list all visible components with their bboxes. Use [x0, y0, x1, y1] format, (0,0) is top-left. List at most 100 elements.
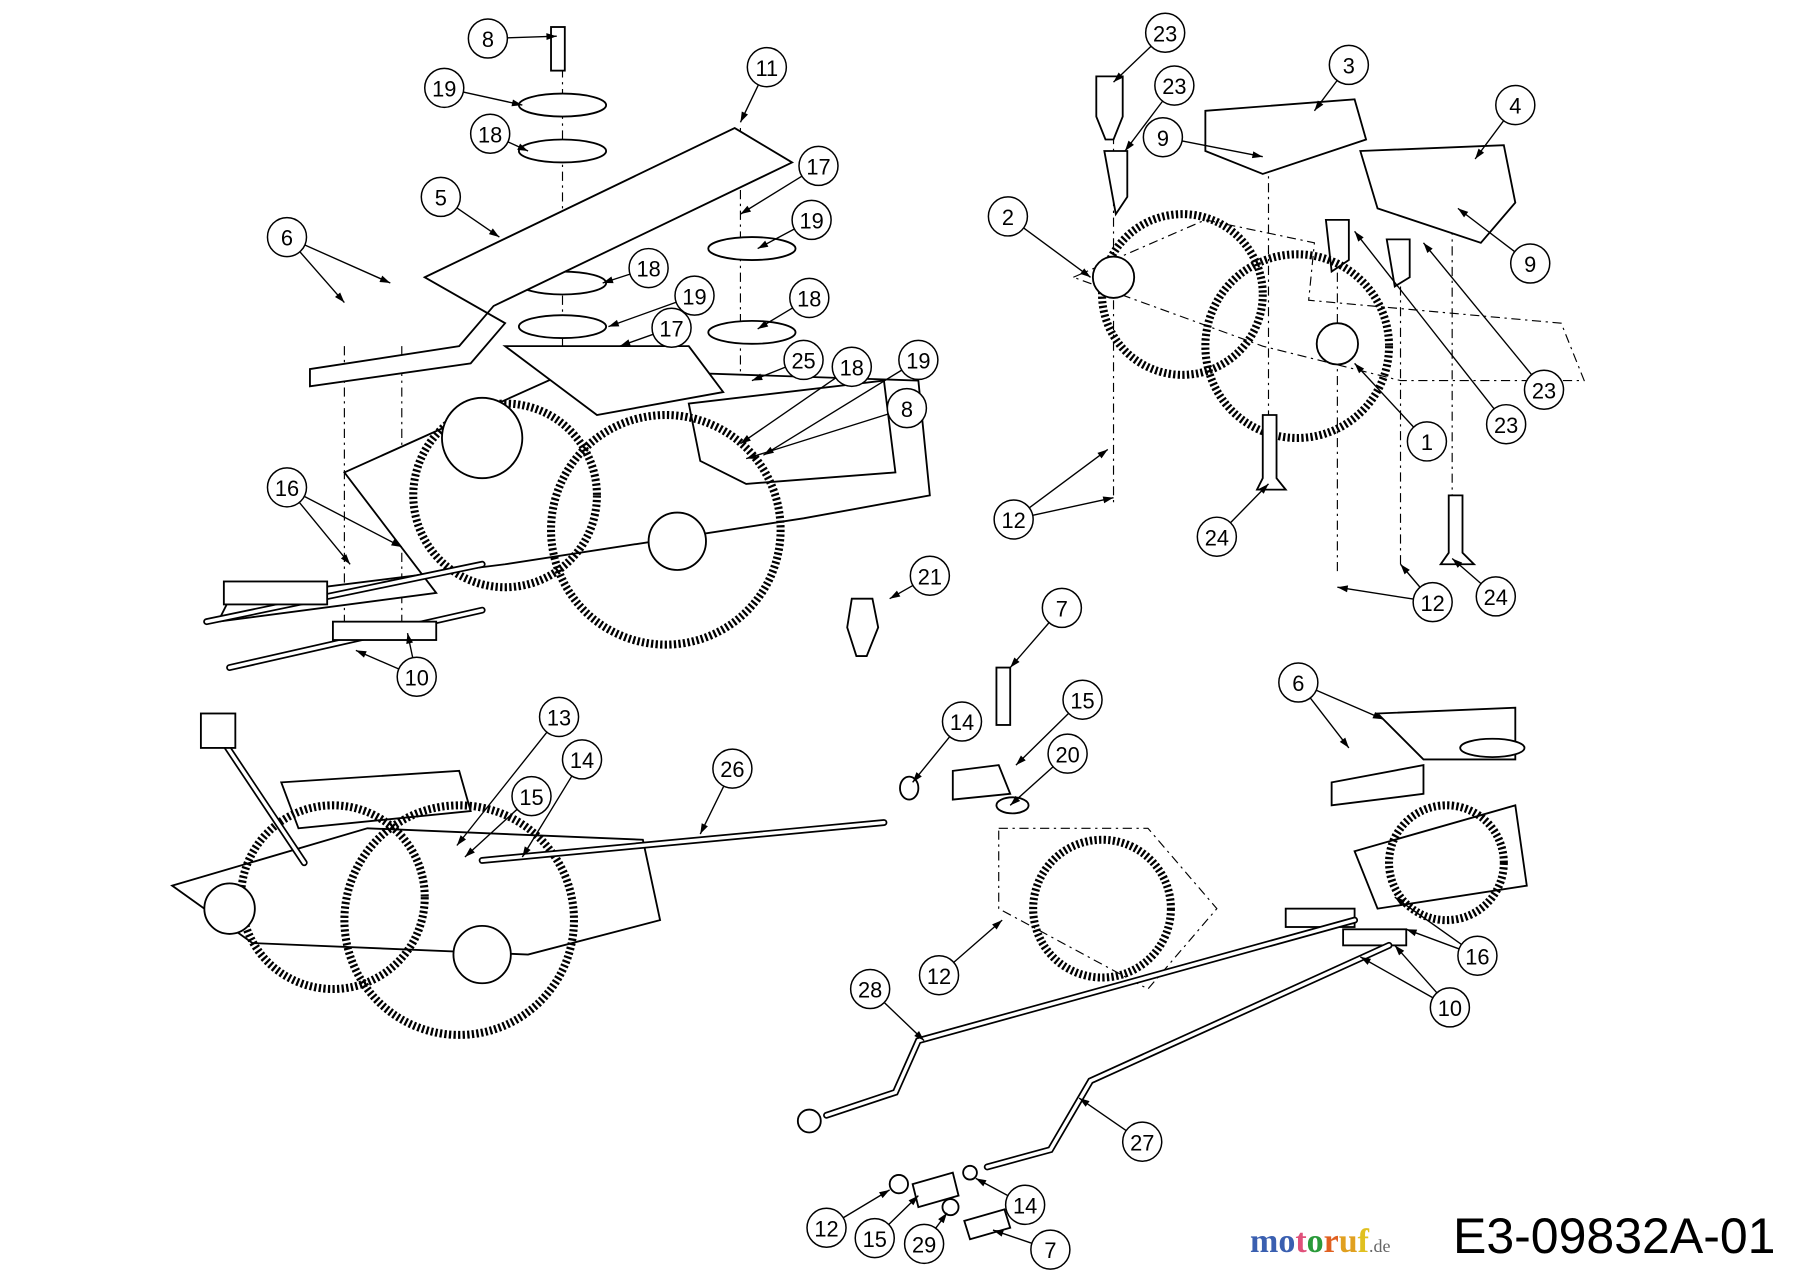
callout-25: 25 — [751, 339, 824, 382]
callout-circle — [1278, 662, 1319, 703]
arrowhead — [1125, 140, 1134, 151]
leader-line — [1023, 227, 1091, 278]
callout-number: 12 — [1421, 591, 1445, 616]
arrowhead — [1354, 231, 1364, 242]
leader-line — [608, 301, 677, 328]
arrowhead — [1102, 496, 1114, 504]
callout-circle — [918, 954, 960, 996]
leader-line — [1124, 100, 1164, 152]
callout-number: 23 — [1494, 413, 1518, 438]
arrowhead — [517, 143, 529, 151]
callout-circle — [1495, 84, 1536, 126]
callout-19: 19 — [608, 275, 715, 328]
leader-line — [1028, 448, 1109, 509]
callout-circle — [467, 18, 509, 59]
arrowhead — [456, 835, 467, 846]
arrowhead — [757, 320, 769, 329]
arrowhead — [914, 1031, 925, 1041]
leader-line — [464, 808, 518, 858]
callout-24: 24 — [1196, 483, 1269, 557]
callout-circle — [1030, 1229, 1071, 1270]
callout-21: 21 — [889, 555, 951, 600]
arrowhead — [1354, 363, 1365, 374]
callout-circle — [789, 277, 830, 319]
callout-10: 10 — [1359, 944, 1471, 1028]
arrowhead — [1010, 795, 1021, 806]
callout-12: 12 — [806, 1189, 891, 1249]
arrowhead — [1337, 585, 1349, 593]
callout-circle — [1062, 679, 1103, 720]
callout-number: 21 — [918, 564, 942, 589]
callout-circle — [1004, 1184, 1046, 1226]
arrowhead — [1080, 268, 1091, 278]
callout-23: 23 — [1422, 242, 1565, 411]
callout-number: 28 — [858, 978, 882, 1003]
callout-number: 13 — [547, 706, 571, 731]
callout-number: 7 — [1044, 1238, 1056, 1263]
callout-circle — [511, 775, 552, 817]
callout-number: 4 — [1509, 94, 1521, 119]
leader-line — [1315, 689, 1384, 720]
callout-number: 7 — [1056, 597, 1068, 622]
callout-16: 16 — [1394, 896, 1498, 976]
arrowhead — [602, 276, 614, 284]
callout-circle — [1509, 243, 1551, 284]
leader-line — [304, 244, 391, 284]
callout-circle — [909, 555, 951, 596]
callout-number: 23 — [1532, 378, 1556, 403]
arrowhead — [608, 319, 620, 327]
leader-line — [1422, 242, 1533, 376]
arrowhead — [1457, 208, 1469, 218]
arrowhead — [1394, 945, 1405, 956]
callout-number: 10 — [1438, 996, 1462, 1021]
callout-number: 12 — [927, 964, 951, 989]
leader-line — [1359, 956, 1434, 999]
arrowhead — [522, 846, 531, 857]
callout-28: 28 — [849, 968, 925, 1042]
callout-14: 14 — [912, 701, 983, 783]
callout-15: 15 — [464, 775, 552, 858]
arrowhead — [740, 111, 749, 123]
callout-number: 14 — [950, 710, 974, 735]
callout-number: 15 — [1070, 688, 1094, 713]
callout-23: 23 — [1113, 12, 1186, 83]
leader-line — [1457, 207, 1516, 253]
callout-circle — [1523, 369, 1565, 411]
leader-line — [953, 919, 1003, 963]
callout-circle — [746, 46, 788, 88]
callout-3: 3 — [1313, 44, 1370, 112]
arrowhead — [334, 292, 345, 303]
arrowhead — [1258, 483, 1269, 494]
callout-circle — [791, 199, 832, 241]
arrowhead — [740, 205, 752, 215]
watermark-letter: o — [1306, 1223, 1324, 1260]
callout-circle — [651, 307, 692, 349]
callout-6: 6 — [1278, 662, 1384, 749]
callout-circle — [1412, 581, 1453, 623]
arrowhead — [889, 590, 901, 599]
callout-number: 18 — [797, 287, 821, 312]
callout-2: 2 — [987, 196, 1091, 278]
arrowhead — [938, 1212, 948, 1224]
callout-circle — [628, 247, 669, 289]
callout-number: 29 — [912, 1232, 936, 1257]
callout-circle — [854, 1217, 896, 1259]
leader-line — [298, 501, 351, 565]
leader-line — [299, 251, 345, 303]
callout-circle — [987, 196, 1029, 237]
arrowhead — [1423, 242, 1433, 253]
callout-number: 8 — [901, 397, 913, 422]
callout-circle — [1154, 65, 1195, 106]
arrowhead — [1015, 755, 1026, 766]
arrowhead — [746, 452, 758, 459]
callout-circle — [1047, 733, 1088, 774]
leader-line — [1337, 586, 1414, 600]
callout-18: 18 — [757, 277, 830, 330]
callout-number: 14 — [570, 748, 594, 773]
callout-circle — [798, 145, 839, 187]
callout-15: 15 — [854, 1195, 919, 1259]
callout-circle — [423, 67, 465, 109]
arrowhead — [1360, 956, 1372, 965]
arrowhead — [1097, 449, 1108, 459]
